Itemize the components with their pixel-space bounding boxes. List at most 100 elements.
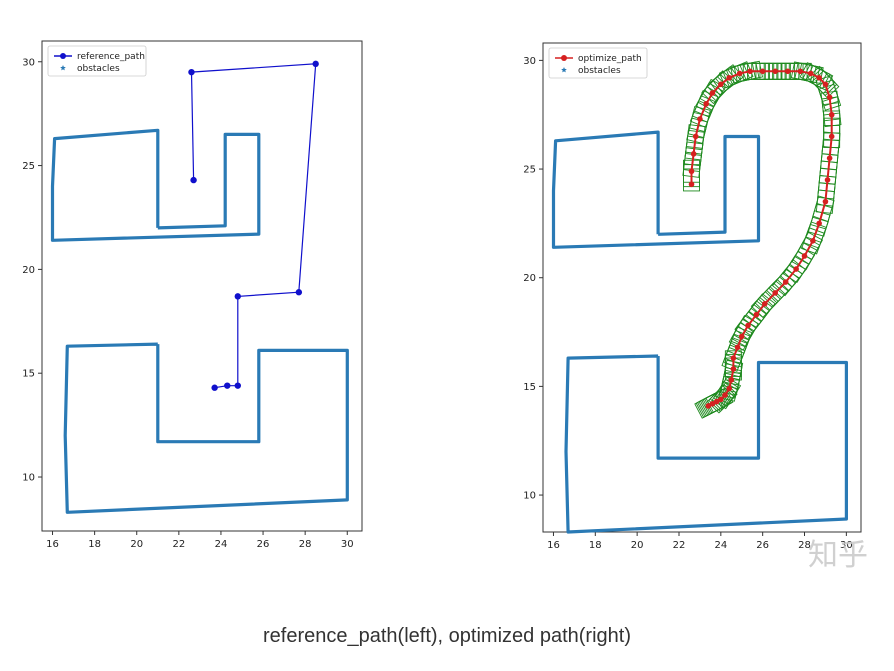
optimize-path-point (822, 198, 829, 205)
y-tick-label: 30 (22, 57, 35, 68)
x-tick-label: 18 (88, 539, 101, 550)
legend-marker-swatch (561, 55, 567, 61)
y-tick-label: 10 (523, 491, 536, 502)
vehicle-footprint-box (799, 62, 828, 88)
optimize-path-point (828, 111, 835, 118)
optimize-path-point (690, 151, 697, 157)
optimize-path-point (718, 396, 724, 403)
optimize-path-point (734, 344, 741, 351)
optimize-path-point (688, 168, 695, 175)
x-tick-label: 28 (299, 539, 312, 550)
x-tick-label: 24 (714, 540, 727, 551)
reference-path-point (190, 176, 197, 184)
optimize-path-point (703, 101, 709, 107)
legend-star-swatch (60, 65, 66, 71)
optimize-path-point (726, 74, 732, 81)
reference-path-point (234, 382, 241, 389)
optimize-path-point (824, 177, 831, 183)
x-tick-label: 20 (631, 540, 644, 551)
optimize-path-point (772, 290, 779, 296)
optimize-path-point (726, 385, 732, 392)
optimize-path-point (797, 68, 804, 75)
obstacle-boundary (564, 354, 849, 534)
x-tick-label: 16 (547, 540, 560, 551)
x-tick-label: 24 (215, 539, 228, 550)
x-tick-label: 26 (756, 540, 769, 551)
reference-path-point (312, 60, 319, 68)
reference-path-point (224, 382, 231, 389)
x-tick-label: 22 (172, 539, 185, 550)
optimize-path-point (697, 116, 703, 122)
optimize-path-point (772, 68, 779, 75)
x-tick-label: 28 (798, 540, 811, 551)
obstacle-boundary (551, 130, 761, 249)
reference-path-point (234, 293, 241, 300)
optimize-path-point (722, 392, 728, 398)
optimize-path-point (801, 253, 808, 259)
optimize-path-point (736, 70, 743, 77)
optimize-path-point (816, 74, 822, 81)
y-tick-label: 25 (523, 165, 536, 176)
reference-path-plot: 16 18 20 22 24 26 28 30 10 15 20 25 30 reference_path… (22, 40, 363, 550)
y-tick-label: 15 (22, 369, 35, 380)
reference-path-point (188, 68, 195, 76)
legend-label-path: optimize_path (578, 54, 642, 64)
y-tick-label: 20 (22, 265, 35, 276)
y-tick-label: 30 (523, 56, 536, 67)
x-tick-label: 22 (673, 540, 686, 551)
legend-label-obstacles: obstacles (77, 64, 120, 74)
optimize-path-plot: 16 18 20 22 24 26 28 30 10 15 20 25 30 optimize_patho… (523, 42, 862, 551)
y-tick-label: 25 (22, 161, 35, 172)
optimize-path-point (784, 68, 791, 75)
obstacle-boundary (63, 342, 349, 514)
optimize-path-point (730, 366, 737, 372)
optimize-path-point (759, 68, 766, 75)
optimize-path-point (826, 94, 833, 101)
y-tick-label: 15 (523, 382, 536, 393)
optimize-path-point (705, 403, 712, 409)
axes-frame (41, 40, 363, 532)
legend-box (548, 47, 648, 79)
reference-path-point (211, 384, 218, 391)
optimize-path-point (728, 377, 735, 383)
x-tick-label: 26 (257, 539, 270, 550)
legend-box (47, 45, 147, 77)
optimize-path-point (709, 90, 716, 96)
optimize-path-point (753, 311, 760, 318)
optimize-path-point (782, 279, 789, 285)
optimize-path-point (688, 181, 695, 188)
x-tick-label: 20 (130, 539, 143, 550)
legend-star-swatch (561, 67, 567, 73)
optimize-path-point (810, 237, 816, 244)
legend-label-path: reference_path (77, 52, 145, 62)
optimize-path-point (826, 155, 833, 161)
x-tick-label: 30 (341, 539, 354, 550)
optimize-path-point (747, 68, 753, 75)
reference-path-point (295, 289, 303, 296)
obstacle-boundary (50, 128, 261, 242)
figure-caption: reference_path(left), optimized path(rig… (263, 625, 631, 647)
optimize-path-point (828, 133, 835, 140)
axes-frame (542, 42, 862, 533)
optimize-path-point (718, 81, 724, 88)
legend-marker-swatch (60, 53, 66, 59)
optimize-path-point (807, 70, 814, 77)
optimize-path-point (761, 301, 768, 307)
optimize-path-point (709, 400, 716, 407)
y-tick-label: 20 (523, 273, 536, 284)
optimize-path-point (738, 333, 745, 340)
optimize-path-point (816, 220, 822, 227)
optimize-path-point (692, 133, 699, 140)
zhihu-watermark: 知乎 (808, 538, 868, 573)
x-tick-label: 30 (840, 540, 853, 551)
x-tick-label: 18 (589, 540, 602, 551)
optimize-path-point (822, 81, 829, 88)
legend-label-obstacles: obstacles (578, 66, 621, 76)
optimize-path-point (713, 398, 720, 405)
chart-canvas: 16 18 20 22 24 26 28 30 10 15 20 25 30 reference_path… (22, 40, 862, 551)
optimize-path-point (745, 322, 751, 329)
optimize-path-point (730, 355, 737, 361)
optimize-path-point (793, 266, 799, 272)
x-tick-label: 16 (46, 539, 59, 550)
y-tick-label: 10 (22, 473, 35, 484)
